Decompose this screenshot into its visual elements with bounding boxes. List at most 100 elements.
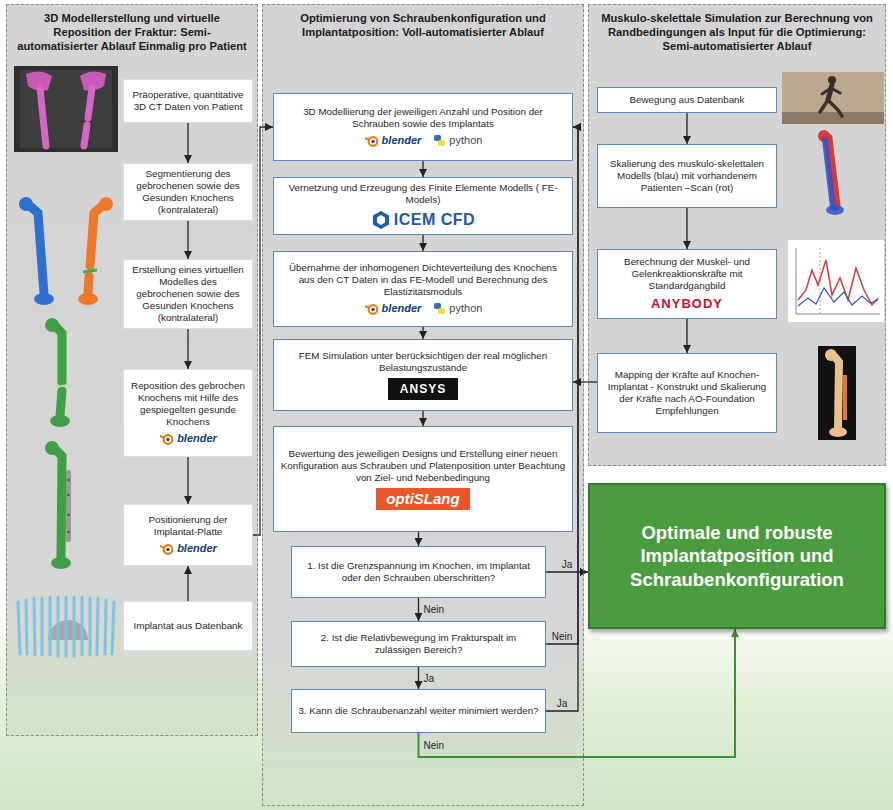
blender-icon — [159, 433, 174, 445]
node-text: Übernahme der inhomogenen Dichteverteilu… — [280, 262, 566, 298]
node-text: Implantat aus Datenbank — [134, 620, 243, 632]
python-icon — [433, 134, 446, 147]
flow-arrow — [187, 457, 188, 504]
tool-logo: blender — [364, 302, 422, 315]
process-box: Positionierung der Implantat-Platte blend… — [123, 504, 253, 566]
node-text: Optimale und robuste Implantatposition u… — [606, 521, 868, 590]
process-lane: Muskulo-skelettale Simulation zur Berech… — [588, 4, 886, 466]
tool-logo: ICEM CFD — [371, 210, 475, 230]
node-text: FEM Simulation unter berücksichtigen der… — [280, 350, 566, 374]
logo-text: optiSLang — [376, 488, 469, 510]
process-box: Erstellung eines virtuellen Modelles des… — [123, 259, 253, 329]
node-text: Mapping der Kräfte auf Knochen-Implantat… — [604, 369, 770, 417]
flow-arrow — [418, 598, 419, 621]
tool-logo: python — [433, 134, 482, 147]
logo-row: blender — [159, 432, 217, 445]
process-box: Reposition des gebrochen Knochens mit Hi… — [123, 369, 253, 457]
node-text: Segmentierung des gebrochenen sowie des … — [130, 168, 246, 216]
flow-arrow — [422, 161, 423, 177]
logo-row: blender python — [364, 302, 483, 315]
logo-row: blender python — [364, 134, 483, 147]
motion-photo — [782, 72, 884, 124]
flow-arrow — [686, 319, 687, 353]
logo-text: blender — [382, 302, 422, 315]
bone-models — [19, 197, 113, 305]
edge-label: Nein — [424, 604, 445, 615]
lane-ground — [588, 4, 886, 466]
node-text: Vernetzung und Erzeugung des Finite Elem… — [280, 182, 566, 206]
node-text: 2. Ist die Relativbewegung im Frakturspa… — [298, 632, 539, 656]
process-box: Mapping der Kräfte auf Knochen-Implantat… — [597, 353, 777, 433]
node-text: Bewegung aus Datenbank — [630, 94, 745, 106]
node-text: Erstellung eines virtuellen Modelles des… — [130, 264, 246, 324]
decision-box: 2. Ist die Relativbewegung im Frakturspa… — [291, 621, 546, 667]
node-text: 3. Kann die Schraubenanzahl weiter minim… — [298, 705, 538, 717]
flow-arrow — [418, 667, 419, 689]
tool-logo: ANYBODY — [651, 296, 723, 312]
scaled-bone-image — [818, 130, 844, 215]
process-box: Bewegung aus Datenbank — [597, 87, 777, 113]
edge-label: Ja — [557, 698, 568, 709]
logo-text: python — [449, 134, 482, 147]
flow-arrow — [573, 381, 597, 382]
logo-text: ANYBODY — [651, 296, 723, 312]
node-text: 1. Ist die Grenzspannung im Knochen, im … — [298, 560, 539, 584]
process-box: Vernetzung und Erzeugung des Finite Elem… — [273, 177, 573, 235]
logo-row: optiSLang — [376, 488, 469, 510]
blender-icon — [364, 135, 379, 147]
process-lane: Optimierung von Schraubenkonfiguration u… — [262, 4, 584, 806]
icem-icon — [371, 210, 391, 230]
lane-heading: Optimierung von Schraubenkonfiguration u… — [263, 5, 583, 39]
flow-arrow — [187, 566, 188, 601]
tool-logo: blender — [159, 542, 217, 555]
python-icon — [433, 302, 446, 315]
flow-arrow — [546, 571, 588, 572]
logo-text: blender — [177, 542, 217, 555]
flow-arrow — [686, 113, 687, 144]
node-text: Skalierung des muskulo-skelettalen Model… — [604, 158, 770, 194]
lane-heading: Muskulo-skelettale Simulation zur Berech… — [589, 5, 885, 53]
tool-logo: blender — [159, 432, 217, 445]
force-chart — [788, 240, 884, 322]
flow-arrow — [686, 208, 687, 249]
flow-arrow — [418, 532, 419, 546]
flow-arrow — [422, 327, 423, 339]
process-box: 3D Modellierung der jeweiligen Anzahl un… — [273, 93, 573, 161]
process-box: Präoperative, quantitative 3D CT Daten v… — [123, 79, 253, 123]
edge-label: Nein — [424, 740, 445, 751]
reposition-bone — [45, 318, 70, 427]
flow-arrow — [187, 123, 188, 163]
ct-scan-image — [14, 66, 118, 152]
process-box: Berechnung der Muskel- und Gelenkreaktio… — [597, 249, 777, 319]
process-box: Implantat aus Datenbank — [123, 601, 253, 651]
flow-arrow — [187, 329, 188, 369]
blender-icon — [364, 303, 379, 315]
logo-text: blender — [177, 432, 217, 445]
logo-text: ICEM CFD — [394, 210, 475, 230]
decision-box: 3. Kann die Schraubenanzahl weiter minim… — [291, 689, 546, 733]
process-box: FEM Simulation unter berücksichtigen der… — [273, 339, 573, 411]
node-text: Berechnung der Muskel- und Gelenkreaktio… — [604, 256, 770, 292]
lane-heading: 3D Modellerstellung und virtuelle Reposi… — [7, 5, 257, 53]
tool-logo: blender — [364, 134, 422, 147]
logo-row: ANYBODY — [651, 296, 723, 312]
flow-arrow — [187, 221, 188, 259]
logo-text: ANSYS — [388, 378, 458, 401]
node-text: 3D Modellierung der jeweiligen Anzahl un… — [280, 106, 566, 130]
tool-logo: optiSLang — [376, 488, 469, 510]
lane-ground — [6, 4, 258, 736]
decision-box: 1. Ist die Grenzspannung im Knochen, im … — [291, 546, 546, 598]
edge-label: Ja — [562, 559, 573, 570]
node-text: Reposition des gebrochen Knochens mit Hi… — [130, 380, 246, 428]
node-text: Präoperative, quantitative 3D CT Daten v… — [130, 89, 246, 113]
process-lane: 3D Modellerstellung und virtuelle Reposi… — [6, 4, 258, 736]
tool-logo: python — [433, 302, 482, 315]
node-text: Bewertung des jeweiligen Designs und Ers… — [280, 448, 566, 484]
logo-row: ICEM CFD — [371, 210, 475, 230]
flow-arrow — [253, 127, 273, 535]
process-box: Übernahme der inhomogenen Dichteverteilu… — [273, 251, 573, 327]
blender-icon — [159, 543, 174, 555]
process-box: Segmentierung des gebrochenen sowie des … — [123, 163, 253, 221]
flow-arrow — [422, 235, 423, 251]
node-text: Positionierung der Implantat-Platte — [130, 514, 246, 538]
